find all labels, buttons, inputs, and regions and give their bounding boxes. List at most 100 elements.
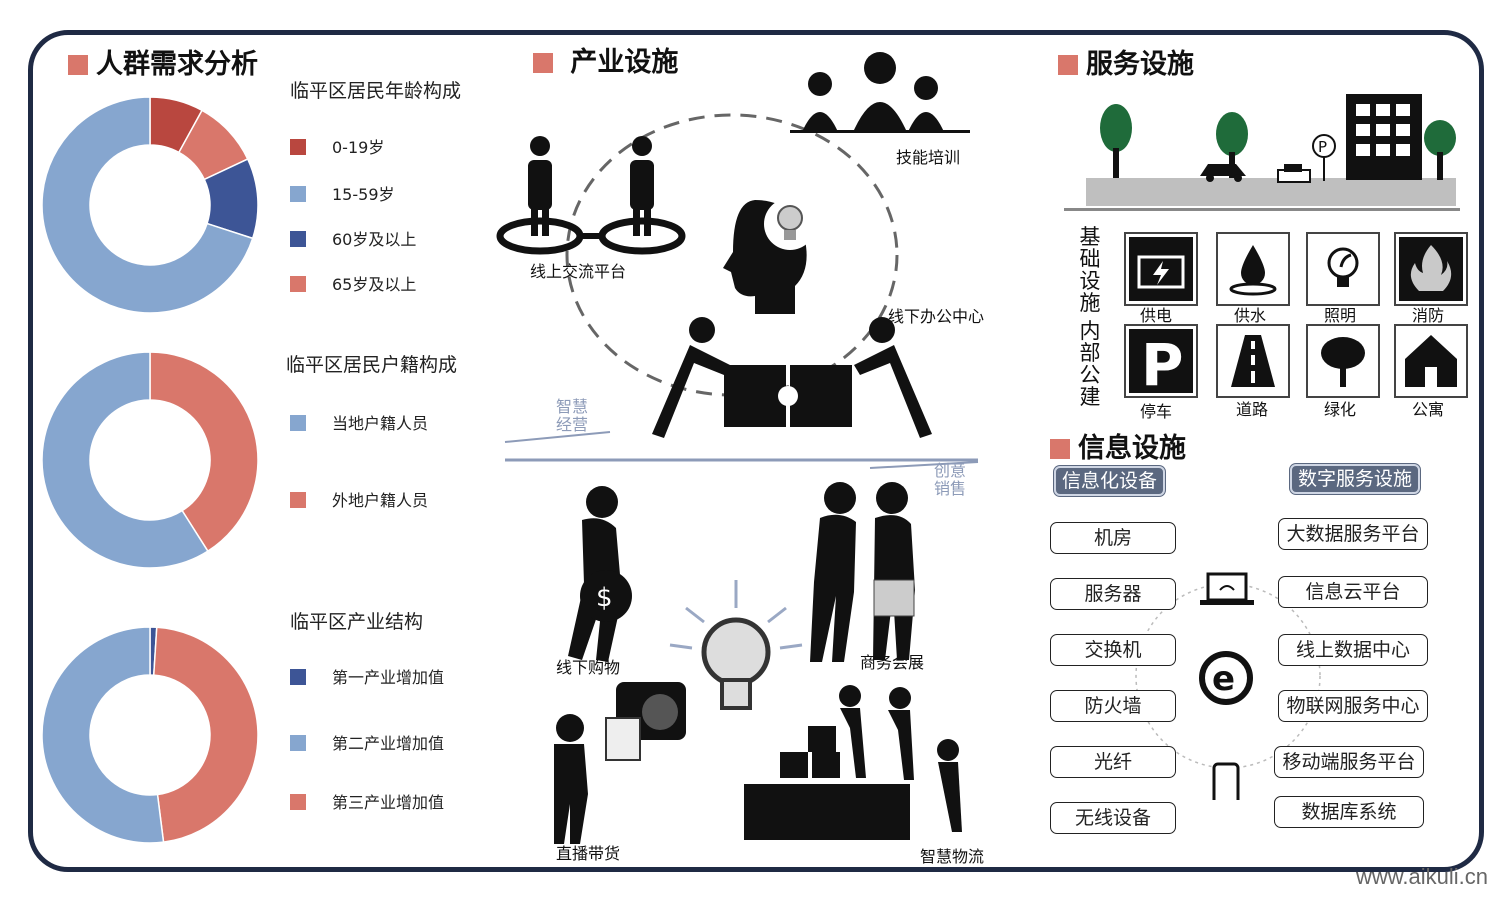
title-marker xyxy=(1050,439,1070,459)
title-marker xyxy=(1058,55,1078,75)
legend-item: 外地户籍人员 xyxy=(290,487,428,511)
fire-icon xyxy=(1396,234,1466,304)
meeting-people-icon xyxy=(790,52,970,133)
chart-title-industry: 临平区产业结构 xyxy=(290,611,424,633)
label-smart-operation: 智慧经营 xyxy=(556,397,589,434)
power-icon xyxy=(1126,234,1196,304)
parking-icon: P xyxy=(1126,326,1196,396)
legend-item: 15-59岁 xyxy=(290,181,395,205)
phone-icon xyxy=(1212,762,1240,800)
digital-service-pill: 线上数据中心 xyxy=(1278,634,1428,666)
puzzle-teamwork-icon xyxy=(652,317,932,438)
legend-item: 60岁及以上 xyxy=(290,226,416,250)
legend-swatch xyxy=(290,186,306,202)
digital-service-pill: 移动端服务平台 xyxy=(1274,746,1424,778)
car-icon xyxy=(1200,164,1246,182)
label-offline-shopping: 线下购物 xyxy=(556,658,621,677)
digital-service-pill: 物联网服务中心 xyxy=(1278,690,1428,722)
info-device-pill: 防火墙 xyxy=(1050,690,1176,722)
digital-service-pill: 大数据服务平台 xyxy=(1278,518,1428,550)
live-streamer-icon xyxy=(554,682,686,844)
greenery-icon xyxy=(1308,326,1378,396)
section-title-info: 信息设施 xyxy=(1050,426,1186,465)
digital-service-pill: 信息云平台 xyxy=(1278,576,1428,608)
donut-slice-当地户籍人员 xyxy=(41,351,209,569)
infra-caption: 照明 xyxy=(1323,306,1356,325)
road-icon xyxy=(1218,326,1288,396)
label-smart-logistics: 智慧物流 xyxy=(920,847,985,866)
arrow-line xyxy=(504,431,611,443)
legend-swatch xyxy=(290,492,306,508)
legend-item: 第一产业增加值 xyxy=(290,664,444,688)
section-title-demand: 人群需求分析 xyxy=(68,42,258,81)
donut-slice-15-59岁 xyxy=(41,96,254,314)
svg-text:P: P xyxy=(1318,138,1327,156)
logistics-icon xyxy=(744,685,962,840)
info-device-pill: 服务器 xyxy=(1050,578,1176,610)
info-device-pill: 光纤 xyxy=(1050,746,1176,778)
public-caption: 道路 xyxy=(1235,400,1268,419)
info-devices-header: 信息化设备 xyxy=(1054,466,1166,496)
handshake-icon xyxy=(810,482,915,662)
legend-swatch xyxy=(290,139,306,155)
legend-swatch xyxy=(290,276,306,292)
parking-sign-icon: P xyxy=(1312,134,1336,181)
shopper-icon: $ xyxy=(568,486,632,662)
donut-slice-外地户籍人员 xyxy=(149,351,259,553)
network-diagram: e xyxy=(1135,572,1321,800)
svg-text:$: $ xyxy=(596,583,613,613)
donut-slice-第二产业增加值 xyxy=(41,626,165,844)
digital-services-header: 数字服务设施 xyxy=(1290,464,1421,494)
bulb-icon xyxy=(669,580,803,710)
chart-title-age: 临平区居民年龄构成 xyxy=(290,80,462,102)
legend-swatch xyxy=(290,735,306,751)
chart-title-household: 临平区居民户籍构成 xyxy=(286,354,458,376)
label-business-expo: 商务会展 xyxy=(860,653,925,672)
infra-caption: 供电 xyxy=(1139,306,1172,325)
legend-item: 第三产业增加值 xyxy=(290,789,444,813)
car-icon xyxy=(1277,164,1311,183)
legend-swatch xyxy=(290,231,306,247)
donut-chart-age xyxy=(41,96,259,314)
public-caption: 绿化 xyxy=(1323,400,1356,419)
legend-item: 当地户籍人员 xyxy=(290,410,428,434)
industry-illustration: $ xyxy=(496,52,979,844)
office-building-icon xyxy=(1346,94,1422,180)
arrow-line xyxy=(869,461,979,469)
infra-label: 基础设施 xyxy=(1079,225,1101,315)
label-creative-sales: 创意销售 xyxy=(934,461,967,498)
water-icon xyxy=(1218,234,1288,304)
label-offline-office: 线下办公中心 xyxy=(888,307,985,326)
legend-swatch xyxy=(290,415,306,431)
legend-swatch xyxy=(290,669,306,685)
label-live-commerce: 直播带货 xyxy=(556,844,621,863)
donut-chart-industry xyxy=(41,626,259,844)
legend-item: 65岁及以上 xyxy=(290,271,416,295)
info-device-pill: 交换机 xyxy=(1050,634,1176,666)
public-caption: 停车 xyxy=(1139,402,1172,421)
svg-text:P: P xyxy=(1141,331,1184,393)
laptop-icon xyxy=(1200,572,1254,605)
legend-swatch xyxy=(290,794,306,810)
ground-line xyxy=(1064,208,1460,211)
public-building-label: 内部公建 xyxy=(1079,319,1101,409)
svg-text:e: e xyxy=(1212,659,1235,699)
tree-icon xyxy=(1424,120,1456,180)
info-device-pill: 机房 xyxy=(1050,522,1176,554)
watermark: www.aikuli.cn xyxy=(1355,864,1488,889)
label-skill-training: 技能培训 xyxy=(896,148,961,167)
infra-caption: 供水 xyxy=(1233,306,1266,325)
tree-icon xyxy=(1100,104,1132,178)
section-title-service: 服务设施 xyxy=(1058,42,1194,81)
idea-head-icon xyxy=(723,198,816,314)
public-caption: 公寓 xyxy=(1411,400,1444,419)
main-frame xyxy=(28,30,1484,872)
info-device-pill: 无线设备 xyxy=(1050,802,1176,834)
digital-service-pill: 数据库系统 xyxy=(1274,796,1424,828)
donut-slice-第三产业增加值 xyxy=(152,626,259,843)
online-people-icon xyxy=(496,136,686,255)
apartment-icon xyxy=(1396,326,1466,396)
sidewalk xyxy=(1086,178,1456,206)
infra-caption: 消防 xyxy=(1411,306,1444,325)
street-scene-illustration: P xyxy=(1064,94,1460,211)
